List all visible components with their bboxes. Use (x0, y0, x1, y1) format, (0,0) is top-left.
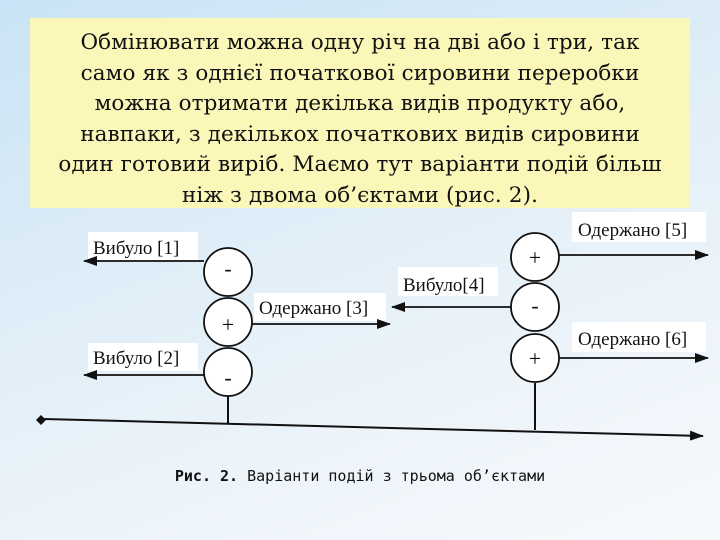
label-box (572, 212, 706, 242)
sign-text: - (224, 365, 231, 390)
left-event: - + - Вибуло [1] Одержано [3] Вибуло [2] (83, 232, 391, 424)
left-node-minus-top: - (203, 247, 253, 297)
timeline-start-diamond (36, 415, 46, 425)
label-box (88, 232, 198, 260)
text-line-6: ніж з двома об’єктами (рис. 2). (181, 182, 539, 208)
outflow-2-label: Вибуло [2] (93, 348, 179, 369)
caption-text: Варіанти подій з трьома об’єктами (247, 467, 546, 485)
label-box (398, 267, 498, 296)
outflow-4: Вибуло[4] (391, 267, 511, 312)
timeline (36, 415, 704, 441)
inflow-6-label: Одержано [6] (578, 329, 687, 350)
right-event: + - + Одержано [5] Вибуло[4] Одержано [6… (391, 212, 709, 430)
text-line-4: навпаки, з декількох початкових видів си… (80, 121, 640, 147)
sign-text: - (531, 293, 538, 318)
inflow-5: Одержано [5] (559, 212, 709, 260)
inflow-5-label: Одержано [5] (578, 220, 687, 241)
outflow-2: Вибуло [2] (83, 343, 204, 380)
text-line-5: один готовий виріб. Маємо тут варіанти п… (58, 152, 662, 177)
sign-text: + (529, 346, 541, 371)
timeline-arrow (43, 418, 704, 441)
left-node-minus-bottom: - (203, 347, 253, 397)
outflow-4-label: Вибуло[4] (403, 275, 485, 296)
label-box (254, 293, 386, 321)
figure-caption: Рис. 2. Варіанти подій з трьома об’єктам… (0, 467, 720, 485)
caption-label: Рис. 2. (174, 467, 239, 485)
text-line-1: Обмінювати можна одну річ на дві або і т… (80, 30, 640, 55)
sign-text: + (529, 245, 541, 270)
label-box (572, 322, 706, 352)
inflow-3: Одержано [3] (252, 293, 391, 329)
sign-text: + (222, 312, 234, 337)
text-line-3: можна отримати декілька видів продукту а… (94, 91, 626, 116)
outflow-1: Вибуло [1] (83, 232, 204, 266)
inflow-6: Одержано [6] (559, 322, 709, 363)
text-line-2: само як з однієї початкової сировини пер… (80, 60, 640, 86)
right-node-plus-top: + (510, 232, 560, 282)
right-node-plus-bottom: + (510, 333, 560, 383)
description-text-box: Обмінювати можна одну річ на дві або і т… (30, 18, 690, 208)
sign-text: - (224, 256, 231, 281)
outflow-1-label: Вибуло [1] (93, 238, 179, 259)
right-node-minus: - (510, 282, 560, 332)
label-box (88, 343, 198, 371)
left-node-plus: + (203, 297, 253, 347)
inflow-3-label: Одержано [3] (259, 298, 368, 319)
